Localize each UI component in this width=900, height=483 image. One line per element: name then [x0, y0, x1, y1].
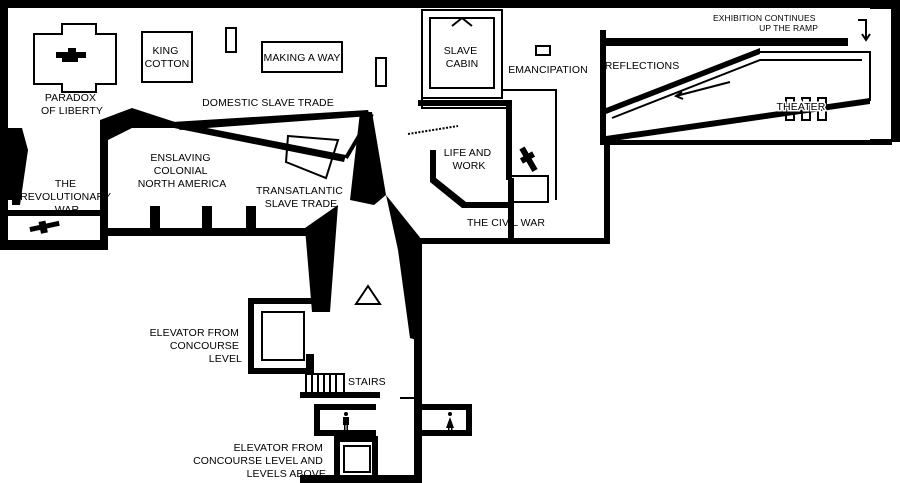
central-walls — [172, 110, 422, 340]
cabin-area — [407, 9, 557, 238]
making-a-way-label: MAKING A WAY — [263, 52, 340, 64]
ramp-area — [605, 7, 893, 142]
cannon-icon — [29, 220, 60, 234]
life-and-work-label: LIFE AND WORK — [444, 147, 495, 172]
transatlantic-slave-trade-label: TRANSATLANTIC SLAVE TRADE — [256, 185, 346, 210]
paradox-of-liberty-label: PARADOX OF LIBERTY — [41, 92, 103, 117]
civil-war-label: THE CIVIL WAR — [467, 217, 545, 229]
domestic-slave-trade-label: DOMESTIC SLAVE TRADE — [202, 97, 334, 109]
theater-label: THEATER — [777, 101, 826, 113]
cannon-icon — [56, 48, 86, 62]
exhibition-continues-label: EXHIBITION CONTINUES UP THE RAMP — [713, 13, 818, 33]
cannon-icon — [519, 146, 538, 173]
reflections-label: REFLECTIONS — [605, 60, 680, 72]
top-left-rooms — [29, 23, 387, 234]
man-icon — [343, 412, 349, 430]
lower-services — [248, 298, 472, 476]
revolutionary-war-label: THE REVOLUTIONARY WAR — [20, 178, 114, 216]
theater-seats — [785, 97, 827, 121]
stairs — [300, 373, 380, 398]
emancipation-label: EMANCIPATION — [508, 64, 588, 76]
king-cotton-label: KING COTTON — [145, 45, 190, 70]
map-labels: PARADOX OF LIBERTY KING COTTON MAKING A … — [20, 13, 827, 480]
triangle-icon — [354, 284, 382, 305]
elevator-levels-above-label: ELEVATOR FROM CONCOURSE LEVEL AND LEVELS… — [193, 442, 326, 480]
elevator-concourse-label: ELEVATOR FROM CONCOURSE LEVEL — [150, 327, 242, 365]
slave-cabin-label: SLAVE CABIN — [444, 45, 481, 70]
enslaving-colonial-north-america-label: ENSLAVING COLONIAL NORTH AMERICA — [138, 152, 227, 190]
woman-icon — [446, 412, 454, 431]
stairs-label: STAIRS — [348, 376, 386, 388]
